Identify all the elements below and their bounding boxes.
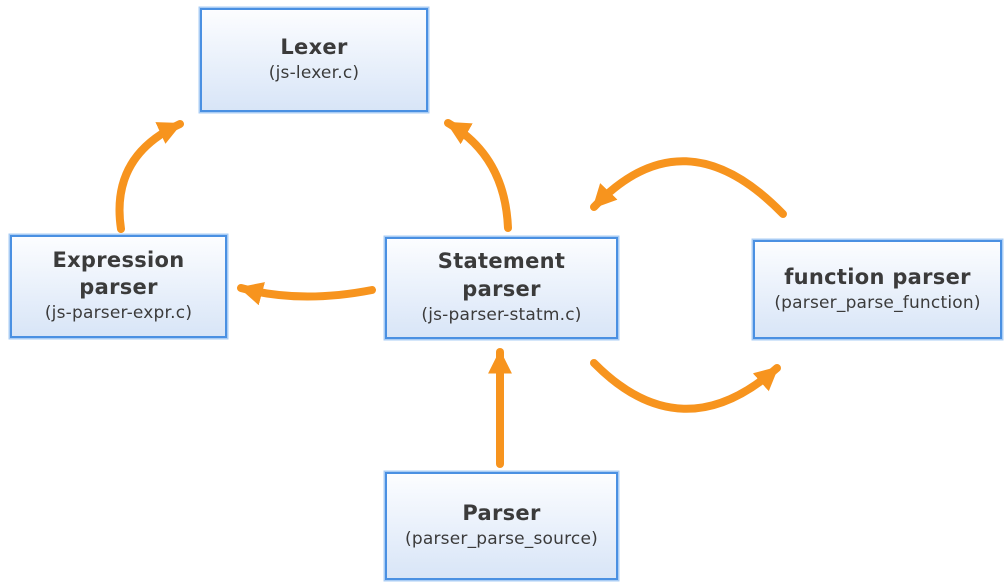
node-statement-parser: Statement parser (js-parser-statm.c) (385, 237, 618, 339)
node-function-parser-title: function parser (784, 264, 971, 289)
edge-expression-parser-to-lexer (115, 120, 184, 233)
node-lexer-title: Lexer (280, 35, 348, 60)
node-function-parser-subtitle: (parser_parse_function) (774, 292, 981, 313)
edge-statement-parser-to-lexer (444, 119, 512, 232)
node-statement-parser-title: Statement parser (437, 249, 566, 301)
node-lexer-subtitle: (js-lexer.c) (268, 63, 360, 84)
edge-statement-parser-to-expression-parser (237, 282, 376, 306)
node-expression-parser-subtitle: (js-parser-expr.c) (44, 303, 193, 324)
node-parser-subtitle: (parser_parse_source) (405, 529, 598, 550)
node-parser: Parser (parser_parse_source) (385, 472, 618, 580)
node-expression-parser-title: Expression parser (52, 247, 185, 300)
node-parser-title: Parser (462, 501, 541, 526)
node-function-parser: function parser (parser_parse_function) (753, 240, 1002, 339)
node-statement-parser-subtitle: (js-parser-statm.c) (421, 304, 582, 325)
edge-function-parser-to-statement-parser (590, 157, 787, 218)
node-expression-parser: Expression parser (js-parser-expr.c) (10, 235, 227, 338)
node-lexer: Lexer (js-lexer.c) (200, 8, 428, 112)
edge-statement-parser-to-function-parser (590, 359, 781, 413)
